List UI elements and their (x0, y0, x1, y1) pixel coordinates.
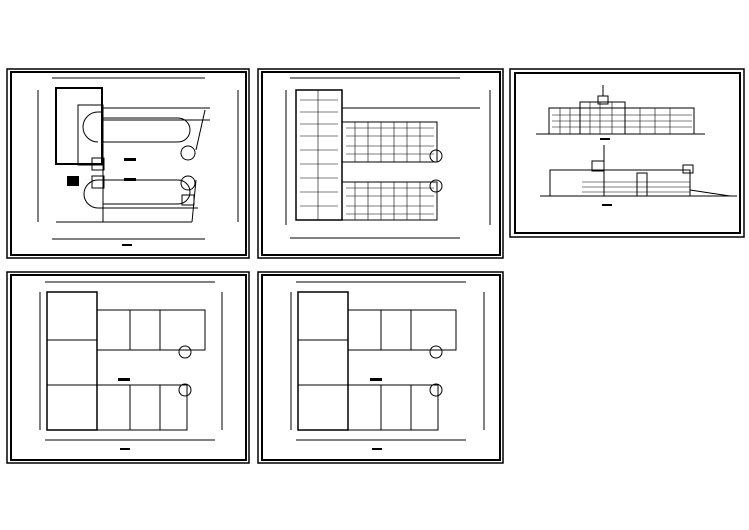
sheet-1-floor-plan (6, 68, 250, 259)
sheet-5-outer-frame (257, 271, 504, 464)
sheet-4-inner-frame (10, 274, 247, 461)
sheet-5-inner-frame (261, 274, 501, 461)
sheet-4-floor-plan (6, 271, 250, 464)
sheet-4-outer-frame (6, 271, 250, 464)
sheet-3-inner-frame (514, 72, 741, 234)
sheet-5-floor-plan (257, 271, 504, 464)
sheet-1-outer-frame (6, 68, 250, 259)
sheet-2-outer-frame (257, 68, 504, 259)
sheet-1-inner-frame (10, 71, 247, 256)
sheet-3-outer-frame (509, 68, 745, 238)
sheet-2-inner-frame (261, 71, 501, 256)
sheet-2-floor-plan (257, 68, 504, 259)
sheet-3-elevations (509, 68, 745, 238)
